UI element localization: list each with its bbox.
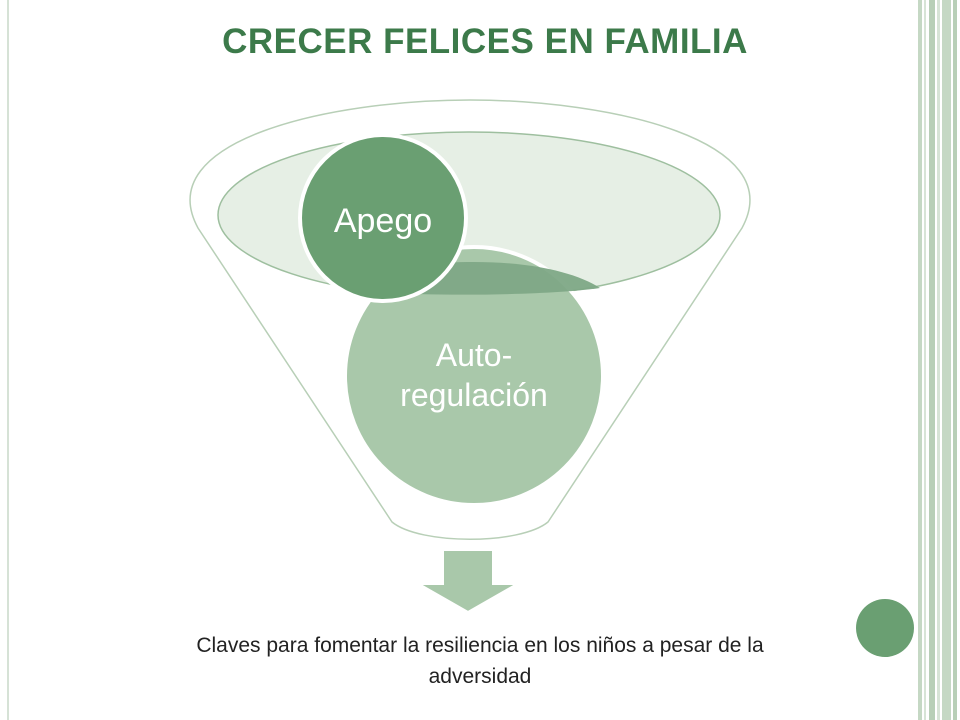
apego-label: Apego xyxy=(334,202,432,240)
right-edge-stripes xyxy=(918,0,957,720)
autoregulacion-label-line-2: regulación xyxy=(400,377,548,413)
slide-title: CRECER FELICES EN FAMILIA xyxy=(222,22,748,61)
funnel-item-apego: Apego xyxy=(298,133,468,303)
accent-dot-icon xyxy=(856,599,914,657)
funnel-caption: Claves para fomentar la resiliencia en l… xyxy=(196,634,764,688)
down-arrow-icon xyxy=(415,549,521,614)
autoregulacion-label-line-1: Auto- xyxy=(436,337,512,373)
funnel-item-autoregulacion: Auto- regulación xyxy=(343,245,605,507)
